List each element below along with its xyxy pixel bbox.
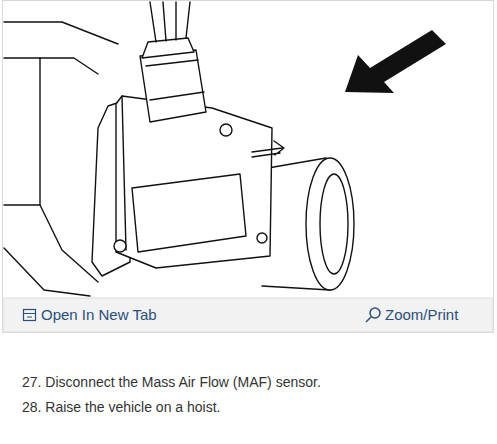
toolbar [3, 298, 493, 332]
flow-arrow [252, 141, 284, 157]
zoom-icon [366, 308, 380, 322]
connector-rib [146, 60, 204, 100]
toolbar-link: Zoom/Print [385, 306, 458, 323]
pointer-arrow [345, 30, 446, 93]
air-box-edge [4, 58, 98, 74]
duct-edge [262, 286, 330, 290]
duct-end [306, 158, 354, 290]
bolt [220, 124, 232, 136]
step-text: 27. Disconnect the Mass Air Flow (MAF) s… [22, 374, 321, 390]
connector-cap [142, 38, 194, 58]
toolbar-link: Open In New Tab [41, 306, 157, 323]
air-box-edge [4, 248, 90, 296]
step-text: 28. Raise the vehicle on a hoist. [22, 399, 220, 415]
air-box-edge [40, 58, 98, 282]
housing-edge [122, 96, 126, 250]
new-tab-icon [24, 310, 36, 321]
sensor-plate [132, 174, 246, 252]
bolt [114, 240, 126, 252]
maf-drawing [4, 2, 354, 296]
sensor-housing [116, 96, 272, 268]
duct-bore [320, 174, 348, 274]
air-box-edge [4, 204, 40, 205]
air-box-edge [4, 22, 118, 44]
connector [140, 50, 206, 122]
bolt [257, 233, 267, 243]
wires [150, 2, 190, 42]
image-frame [3, 1, 494, 333]
